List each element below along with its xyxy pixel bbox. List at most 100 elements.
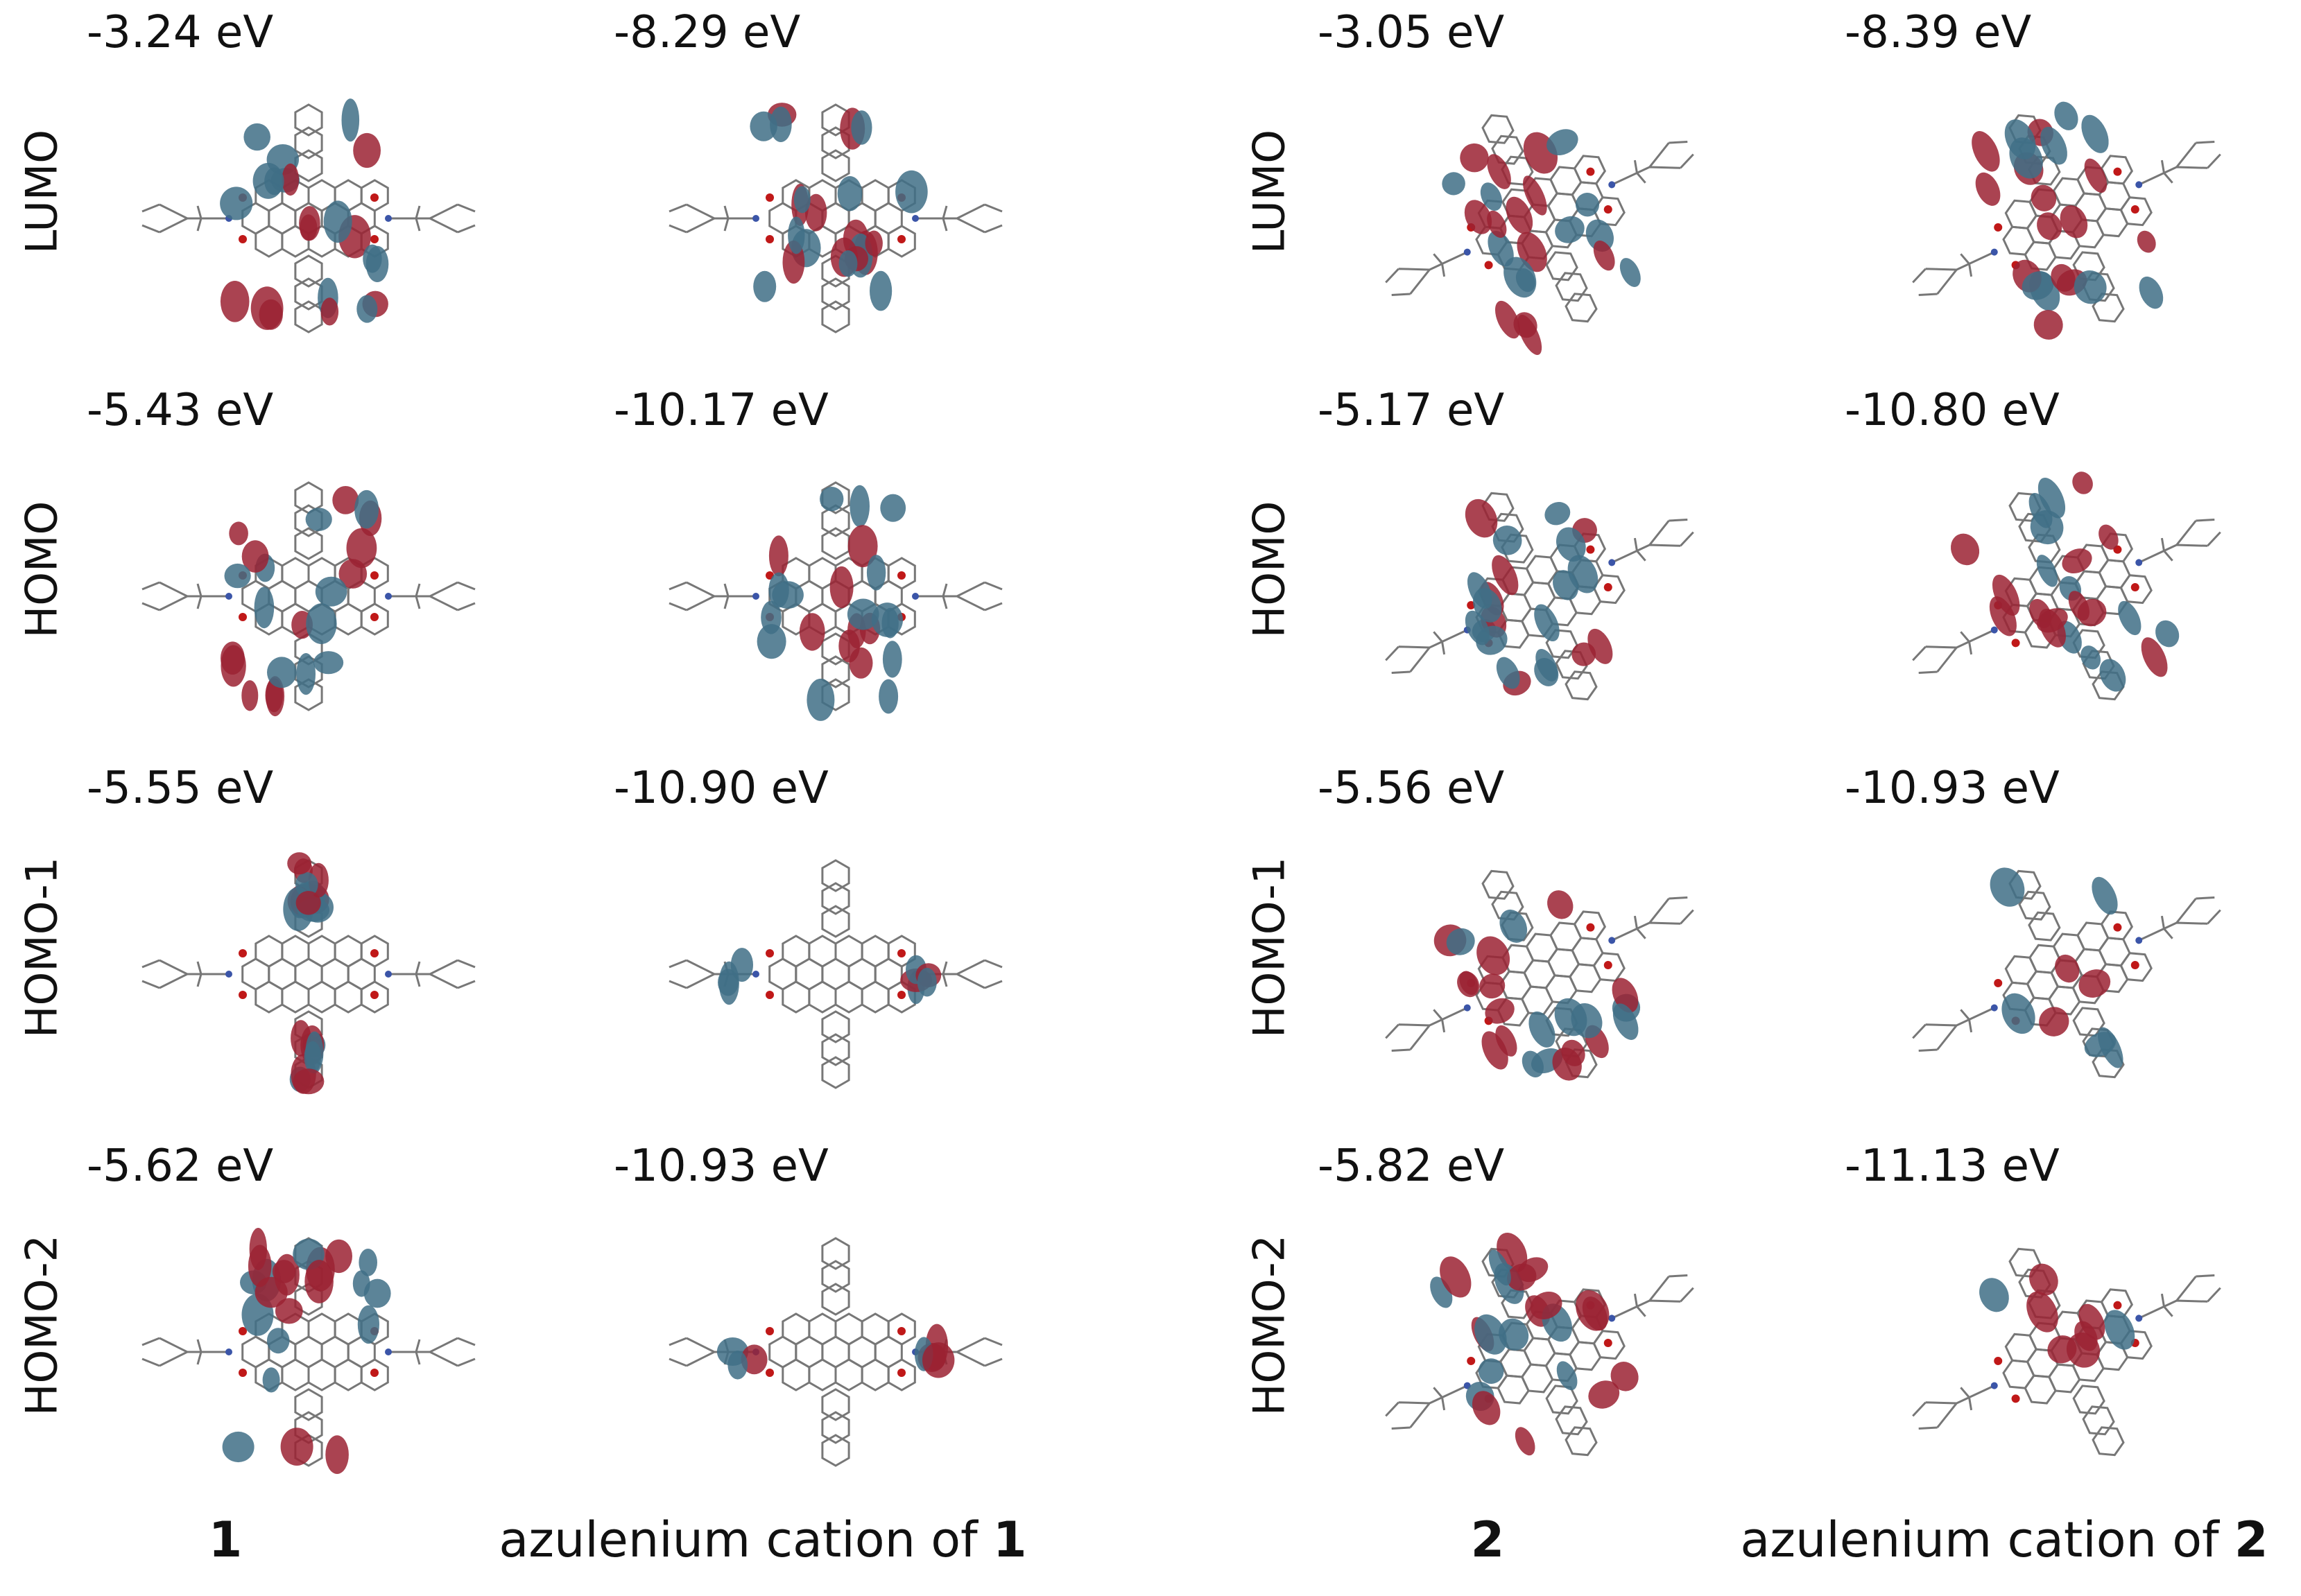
molecule-orbital-render	[141, 1228, 476, 1474]
ring-bond	[1545, 251, 1578, 281]
nitrogen-atom	[912, 593, 919, 600]
molecule-skeleton	[669, 103, 1003, 333]
ring-bond	[294, 103, 323, 137]
column-label-compound: 2	[1470, 1511, 1505, 1568]
orbital-lobe	[2137, 230, 2156, 253]
orbital-lobes	[1972, 101, 2164, 340]
energy-label: -5.82 eV	[1318, 1140, 1505, 1192]
energy-label: -11.13 eV	[1845, 1140, 2060, 1192]
orbital-lobe	[295, 891, 321, 915]
molecule-orbital-render	[141, 98, 476, 333]
orbital-lobe	[1494, 300, 1520, 339]
orbital-lobe	[1480, 182, 1503, 211]
nitrogen-atom	[225, 1348, 232, 1355]
orbital-lobe	[750, 111, 777, 141]
orbital-lobe	[793, 186, 811, 214]
energy-label: -10.93 eV	[1845, 763, 2060, 814]
ring-bond	[1571, 937, 1604, 967]
orbital-lobe	[224, 563, 251, 589]
oxygen-atom	[239, 235, 247, 243]
alkyl-chain	[2138, 896, 2221, 942]
column-label-1: 1	[0, 1511, 503, 1568]
energy-label: -10.90 eV	[614, 763, 829, 814]
orbital-cell: -10.93 eV	[1845, 763, 2301, 1140]
orbital-lobe	[282, 163, 300, 196]
orbital-lobe	[753, 270, 777, 302]
orbital-lobes	[1950, 471, 2180, 692]
ring-bond	[821, 1056, 850, 1089]
alkyl-chain	[915, 203, 1003, 234]
oxygen-atom	[1994, 978, 2003, 987]
orbital-lobe	[851, 110, 872, 145]
ring-bond	[2119, 196, 2153, 227]
orbital-lobe	[837, 176, 863, 211]
nitrogen-atom	[385, 215, 392, 222]
orbital-lobe	[820, 487, 844, 512]
column-label-2: azulenium cation of 1	[485, 1511, 1040, 1568]
orbital-lobe	[882, 641, 902, 678]
oxygen-atom	[1586, 923, 1595, 932]
orbital-lobe	[255, 1276, 288, 1308]
orbital-lobe	[363, 1278, 391, 1308]
oxygen-atom	[897, 991, 906, 999]
alkyl-chain	[2138, 519, 2221, 564]
orbital-lobe	[249, 1228, 267, 1270]
alkyl-chain	[1385, 629, 1468, 674]
oxygen-atom	[239, 991, 247, 999]
orbital-lobes	[1979, 1263, 2135, 1368]
ring-bond	[2119, 952, 2153, 982]
ring-bond	[1555, 272, 1588, 302]
molecule-skeleton	[141, 852, 476, 1095]
orbital-lobe	[1496, 657, 1520, 689]
orbital-lobe	[1575, 193, 1600, 217]
orbital-lobe	[2099, 659, 2126, 692]
orbital-lobes	[1465, 498, 1613, 696]
oxygen-atom	[1484, 261, 1493, 270]
oxygen-atom	[1586, 167, 1595, 176]
orbital-lobe	[1522, 1050, 1544, 1078]
ring-bond	[1481, 869, 1515, 900]
nitrogen-atom	[1990, 1004, 1998, 1012]
alkyl-chain	[1912, 629, 1995, 674]
orbital-lobe	[264, 167, 284, 196]
orbital-lobe	[741, 1344, 768, 1375]
ring-bond	[360, 980, 389, 1014]
energy-label: -10.93 eV	[614, 1140, 829, 1192]
ring-bond	[821, 527, 850, 560]
nitrogen-atom	[225, 971, 232, 978]
molecule-orbital-render	[1385, 492, 1694, 701]
orbital-lobe	[267, 657, 297, 688]
ring-bond	[821, 655, 850, 688]
orbital-lobe	[266, 1328, 290, 1354]
alkyl-chain	[1385, 1007, 1468, 1052]
orbital-lobe	[2039, 1007, 2069, 1036]
oxygen-atom	[1994, 1356, 2003, 1365]
orbital-lobe	[2060, 205, 2088, 238]
orbital-lobe	[879, 679, 899, 714]
orbital-lobe	[293, 1068, 325, 1095]
molecule-skeleton	[1912, 471, 2221, 701]
nitrogen-atom	[1608, 559, 1616, 566]
energy-label: -8.39 eV	[1845, 7, 2032, 58]
orbital-lobe	[838, 250, 858, 277]
orbital-lobe	[2099, 524, 2119, 550]
ring-bond	[294, 1388, 323, 1421]
column-label-3: 2	[1210, 1511, 1765, 1568]
oxygen-atom	[2130, 961, 2139, 970]
orbital-lobe	[359, 1249, 377, 1276]
alkyl-chain	[1385, 1385, 1468, 1430]
alkyl-chain	[2138, 141, 2221, 186]
nitrogen-atom	[2135, 937, 2143, 944]
orbital-lobe	[1446, 928, 1475, 955]
orbital-lobes	[750, 103, 928, 311]
alkyl-chain	[388, 581, 476, 611]
orbital-lobe	[1593, 240, 1615, 271]
row-label-homo-2-2: HOMO-2	[1243, 1234, 1295, 1416]
ring-bond	[294, 300, 323, 333]
ring-bond	[821, 1434, 850, 1467]
orbital-lobe	[768, 535, 788, 577]
orbital-lobe	[1979, 1278, 2009, 1312]
ring-bond	[2098, 559, 2131, 589]
orbital-lobe	[1487, 154, 1511, 189]
orbital-lobes	[1990, 867, 2123, 1068]
